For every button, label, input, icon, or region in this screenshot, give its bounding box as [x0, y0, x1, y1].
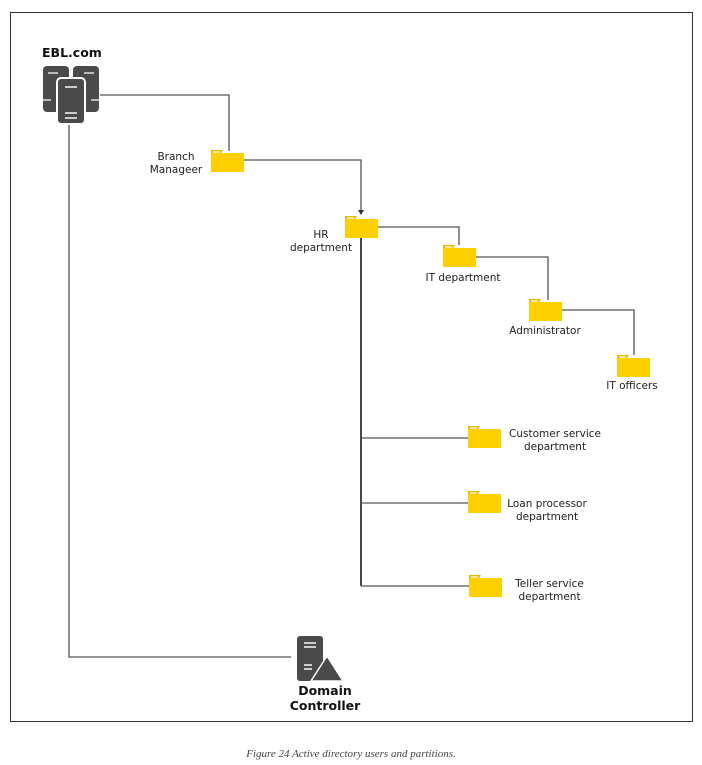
line-root-dc — [68, 120, 291, 658]
label-line: HR — [313, 229, 329, 241]
hr-label: HR department — [284, 229, 358, 255]
line-hr-it — [378, 226, 460, 245]
admin-label: Administrator — [509, 325, 581, 337]
root-label: EBL.com — [42, 45, 102, 60]
folder-icon-teller-service — [469, 575, 502, 597]
branch-manager-label: Branch Manageer — [146, 151, 206, 177]
label-line: Controller — [289, 698, 361, 713]
domain-controller-icon — [297, 636, 345, 682]
label-line: department — [523, 441, 587, 453]
line-branch-hr — [244, 159, 362, 213]
teller-service-label: Teller service department — [502, 578, 597, 604]
server-cluster-icon — [43, 66, 99, 125]
label-line: Customer service — [509, 428, 601, 440]
folder-icon-customer-service — [468, 426, 501, 448]
label-line: department — [289, 242, 353, 254]
folder-icon-it-officers — [617, 355, 650, 377]
label-line: department — [518, 591, 581, 603]
label-line: Loan processor — [507, 498, 587, 510]
domain-controller-label: Domain Controller — [280, 683, 370, 713]
it-label: IT department — [425, 272, 501, 284]
line-it-admin — [476, 256, 549, 300]
label-line: Branch — [157, 151, 195, 163]
label-line: Manageer — [149, 164, 203, 176]
loan-processor-label: Loan processor department — [497, 498, 597, 524]
folder-icon-it — [443, 245, 476, 267]
label-line: department — [515, 511, 579, 523]
folder-icon-branch-manager — [211, 150, 244, 172]
diagram-frame — [10, 12, 693, 722]
arrowhead-icon — [358, 210, 364, 215]
figure-caption: Figure 24 Active directory users and par… — [246, 748, 456, 760]
it-officers-label: IT officers — [606, 380, 658, 392]
line-admin-officers — [562, 309, 635, 355]
label-line: Domain — [298, 683, 352, 698]
line-root-branch — [100, 94, 230, 151]
folder-icon-admin — [529, 299, 562, 321]
customer-service-label: Customer service department — [500, 428, 610, 454]
connectors — [68, 94, 635, 658]
label-line: Teller service — [515, 578, 584, 590]
